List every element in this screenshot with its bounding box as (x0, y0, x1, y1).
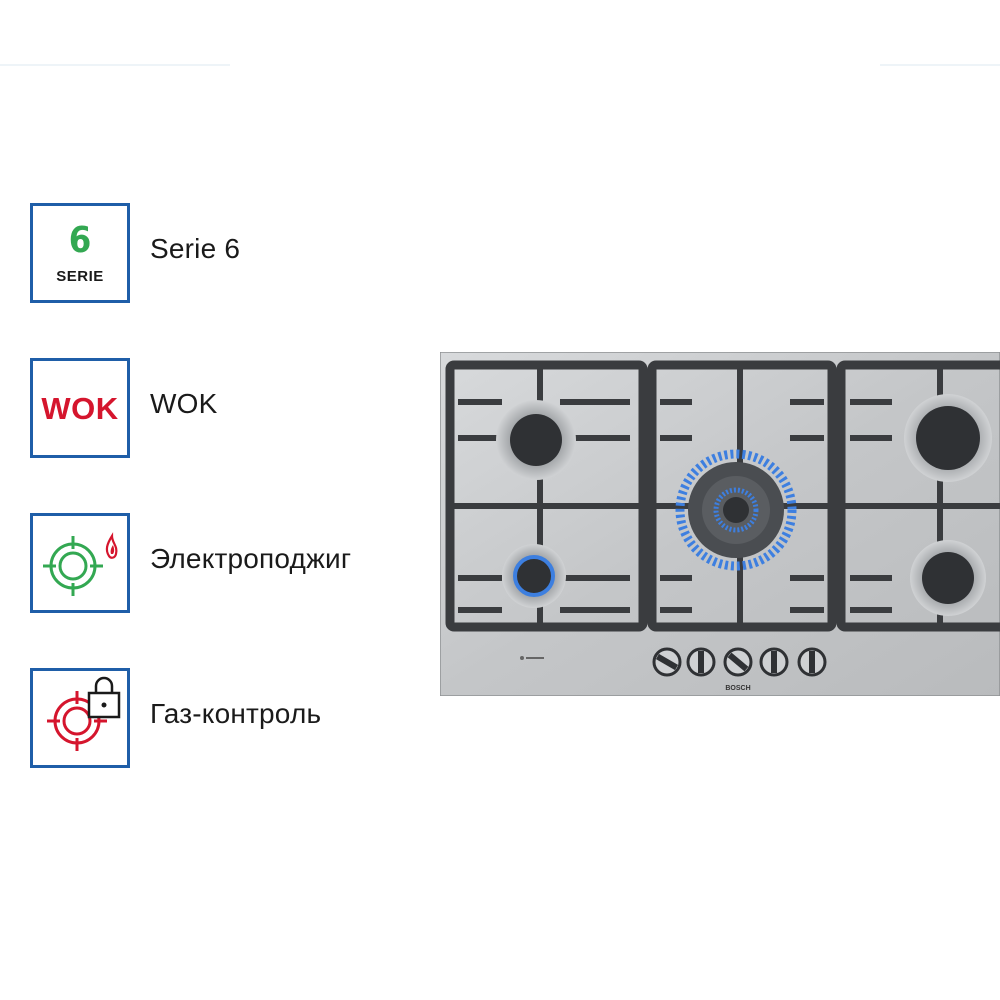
feature-label-wok: WOK (150, 388, 218, 419)
ignition-badge (30, 513, 130, 613)
burner-wok-center (675, 449, 797, 571)
feature-gas-control: Газ-контроль (30, 668, 630, 768)
ignition-icon (43, 532, 118, 596)
gas-control-badge (30, 668, 130, 768)
wok-badge: WOK (30, 358, 130, 458)
wok-badge-text: WOK (41, 391, 119, 426)
top-divider-left (0, 64, 230, 66)
burner-front-right (910, 540, 986, 616)
hob-brand-logo: BOSCH (725, 685, 750, 692)
gas-control-lock-icon (47, 676, 121, 751)
burner-rear-right (904, 394, 992, 482)
feature-ignition: Электроподжиг (30, 513, 630, 613)
feature-serie: 6 SERIE Serie 6 (30, 203, 630, 303)
flame-select-badge (520, 656, 544, 660)
serie-badge: 6 SERIE (30, 203, 130, 303)
feature-label-gas-control: Газ-контроль (150, 698, 322, 729)
serie-badge-number: 6 (68, 220, 92, 261)
burner-front-left (502, 544, 566, 608)
burner-rear-left (496, 400, 576, 480)
control-knobs (652, 647, 827, 677)
serie-badge-text: SERIE (56, 268, 104, 285)
top-divider-right (880, 64, 1000, 66)
feature-label-ignition: Электроподжиг (150, 543, 352, 574)
feature-label-serie: Serie 6 (150, 233, 241, 264)
feature-wok: WOK WOK (30, 358, 630, 458)
gas-hob-photo: BOSCH (440, 352, 1000, 696)
